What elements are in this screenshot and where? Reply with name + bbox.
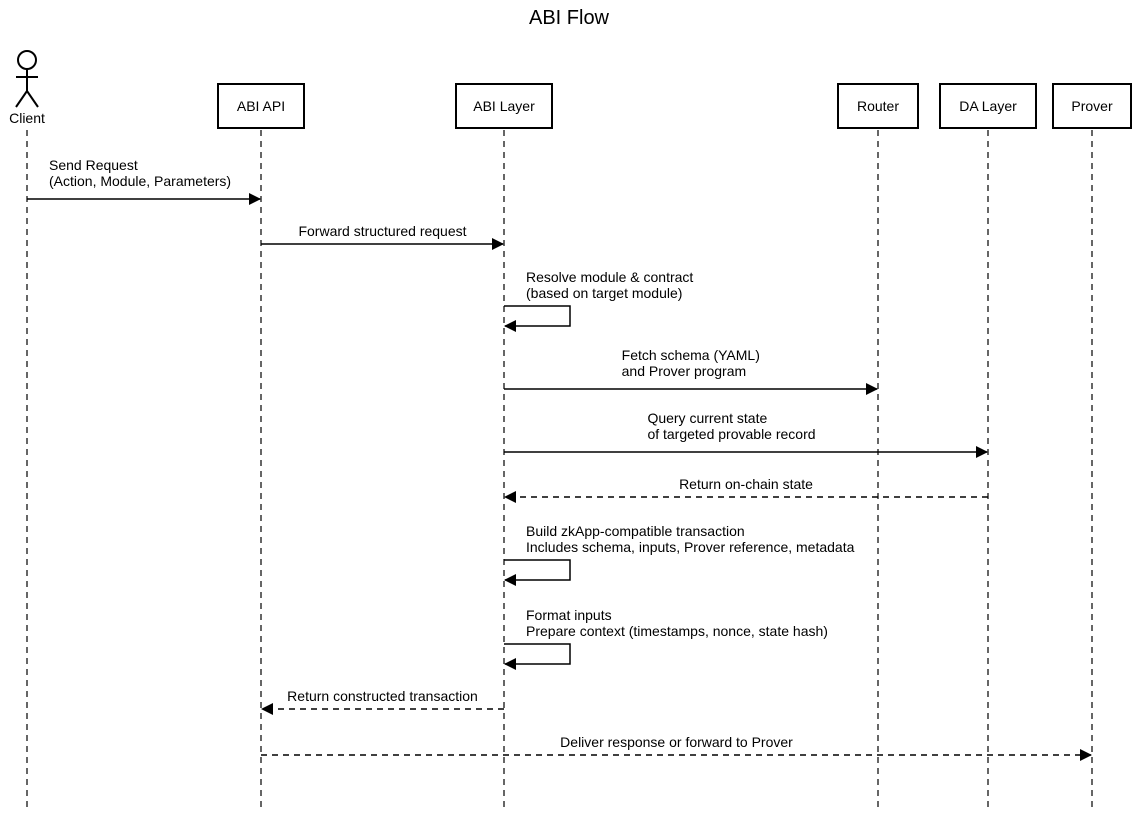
message-label: and Prover program — [622, 363, 747, 379]
message-label: (Action, Module, Parameters) — [49, 173, 231, 189]
actor-body-icon — [15, 90, 28, 108]
participant-label: DA Layer — [959, 98, 1017, 114]
participant-box — [217, 83, 305, 129]
message-label: Includes schema, inputs, Prover referenc… — [526, 539, 855, 555]
message-9: Return constructed transaction — [261, 688, 504, 715]
message-1: Send Request(Action, Module, Parameters) — [27, 157, 261, 205]
actor-body-icon — [26, 90, 39, 108]
diagram-title: ABI Flow — [529, 7, 610, 29]
lifelines — [26, 130, 1093, 808]
participant-box-abi-api: ABI API — [217, 83, 305, 129]
participant-label: Router — [857, 98, 899, 114]
participant-box-prover: Prover — [1052, 83, 1132, 129]
participant-label: ABI Layer — [473, 98, 535, 114]
message-label: of targeted provable record — [647, 426, 815, 442]
participant-box — [455, 83, 553, 129]
participants: Client ABI API ABI Layer Router DA Layer Prov… — [9, 50, 1132, 129]
participant-box — [837, 83, 919, 129]
self-message-arrow — [504, 643, 571, 670]
message-label: Fetch schema (YAML) — [622, 347, 760, 363]
self-message-arrow — [504, 559, 571, 586]
self-message-arrow — [504, 305, 571, 332]
message-2: Forward structured request — [261, 223, 504, 250]
message-label: Forward structured request — [298, 223, 466, 239]
message-label: Prepare context (timestamps, nonce, stat… — [526, 623, 828, 639]
message-label: Deliver response or forward to Prover — [560, 734, 793, 750]
participant-box — [939, 83, 1037, 129]
participant-box — [1052, 83, 1132, 129]
message-10: Deliver response or forward to Prover — [261, 734, 1092, 761]
message-label: Format inputs — [526, 607, 612, 623]
message-label: Query current state — [647, 410, 767, 426]
message-label: Build zkApp-compatible transaction — [526, 523, 745, 539]
message-label: (based on target module) — [526, 285, 682, 301]
participant-label: Client — [9, 110, 45, 126]
message-label: Return constructed transaction — [287, 688, 478, 704]
participant-label: ABI API — [237, 98, 285, 114]
message-4: Fetch schema (YAML)and Prover program — [504, 347, 878, 395]
actor-client: Client — [9, 50, 45, 126]
participant-box-da-layer: DA Layer — [939, 83, 1037, 129]
message-6: Return on-chain state — [504, 476, 988, 503]
message-label: Return on-chain state — [679, 476, 813, 492]
messages: Send Request(Action, Module, Parameters)… — [27, 157, 1092, 761]
message-7: Build zkApp-compatible transactionInclud… — [504, 523, 855, 586]
message-3: Resolve module & contract(based on targe… — [504, 269, 693, 332]
participant-box-router: Router — [837, 83, 919, 129]
actor-head-icon — [17, 50, 37, 70]
message-label: Send Request — [49, 157, 138, 173]
participant-label: Prover — [1071, 98, 1113, 114]
participant-box-abi-layer: ABI Layer — [455, 83, 553, 129]
message-label: Resolve module & contract — [526, 269, 693, 285]
